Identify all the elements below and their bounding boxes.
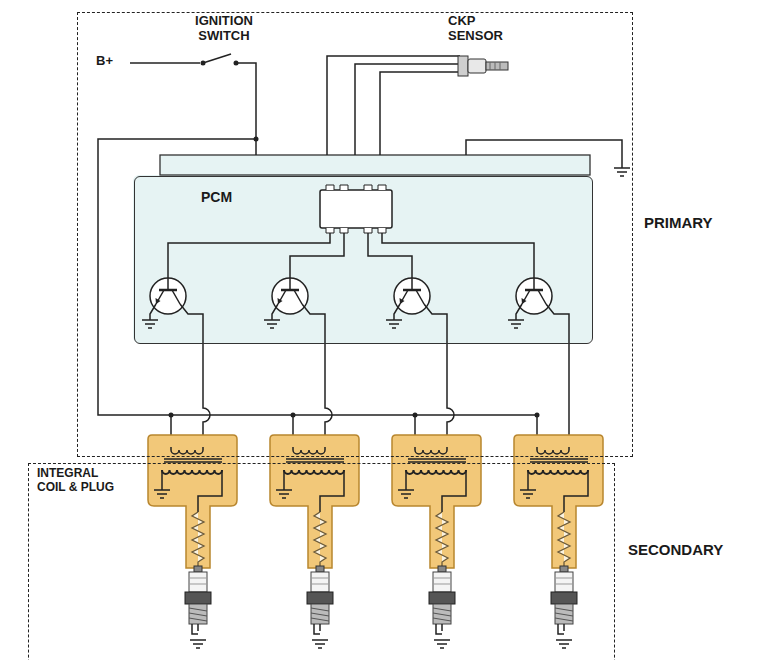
supply-label: B+ xyxy=(96,54,113,69)
primary-region: PRIMARYPCM xyxy=(77,12,633,457)
secondary-region: INTEGRAL COIL & PLUGSECONDARY xyxy=(28,463,615,660)
switch-label: IGNITION SWITCH xyxy=(186,14,262,44)
coil-label: INTEGRAL COIL & PLUG xyxy=(37,467,121,495)
pcm-module: PCM xyxy=(134,176,593,344)
region-label: SECONDARY xyxy=(628,541,723,558)
region-label: PRIMARY xyxy=(644,214,713,231)
module-label: PCM xyxy=(201,189,232,205)
sensor-label: CKP SENSOR xyxy=(448,14,508,44)
